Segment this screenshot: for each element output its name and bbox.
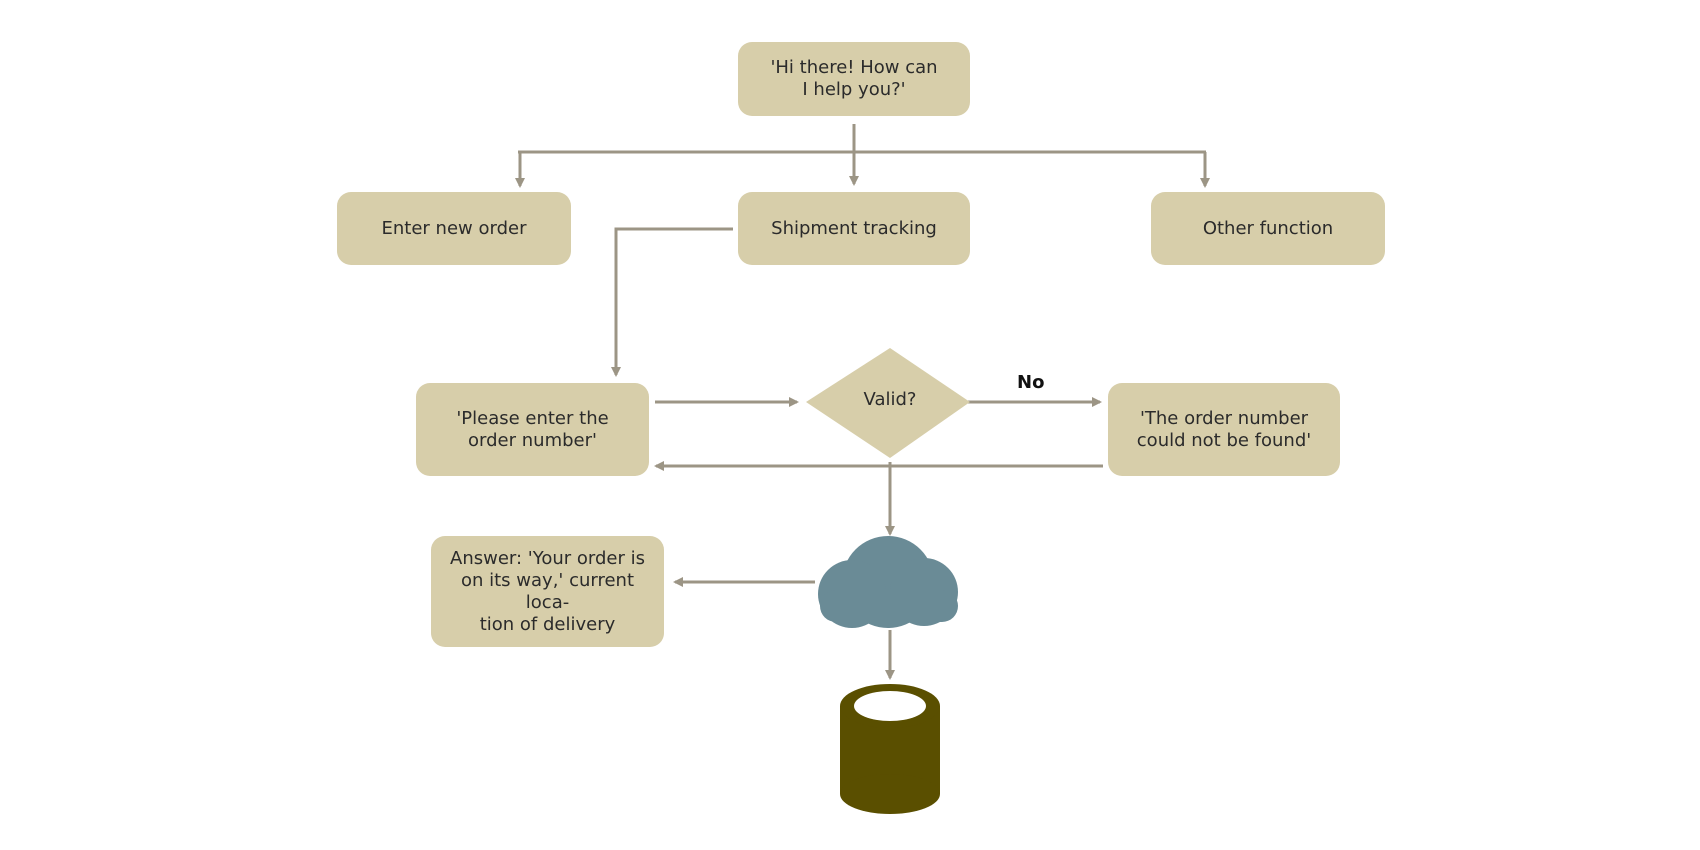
node-greeting: 'Hi there! How can I help you?' xyxy=(738,42,970,116)
node-not-found: 'The order number could not be found' xyxy=(1108,383,1340,476)
node-answer: Answer: 'Your order is on its way,' curr… xyxy=(431,536,664,647)
cloud-icon xyxy=(818,536,958,628)
node-other-function-label: Other function xyxy=(1202,217,1334,239)
node-new-order: Enter new order xyxy=(337,192,571,265)
edge-label-no: No xyxy=(1017,372,1045,393)
node-new-order-label: Enter new order xyxy=(381,217,527,239)
node-not-found-label: 'The order number could not be found' xyxy=(1136,407,1312,451)
node-answer-label: Answer: 'Your order is on its way,' curr… xyxy=(450,547,645,635)
node-greeting-label: 'Hi there! How can I help you?' xyxy=(770,57,938,100)
node-shipment-tracking-label: Shipment tracking xyxy=(771,217,937,239)
node-enter-order-number-label: 'Please enter the order number' xyxy=(456,407,609,451)
node-other-function: Other function xyxy=(1151,192,1385,265)
database-icon xyxy=(840,684,940,814)
arrow-to-enter-order-number xyxy=(611,227,733,377)
node-shipment-tracking: Shipment tracking xyxy=(738,192,970,265)
node-enter-order-number: 'Please enter the order number' xyxy=(416,383,649,476)
valid-decision-label: Valid? xyxy=(863,389,917,410)
valid-decision-diamond xyxy=(806,348,970,458)
